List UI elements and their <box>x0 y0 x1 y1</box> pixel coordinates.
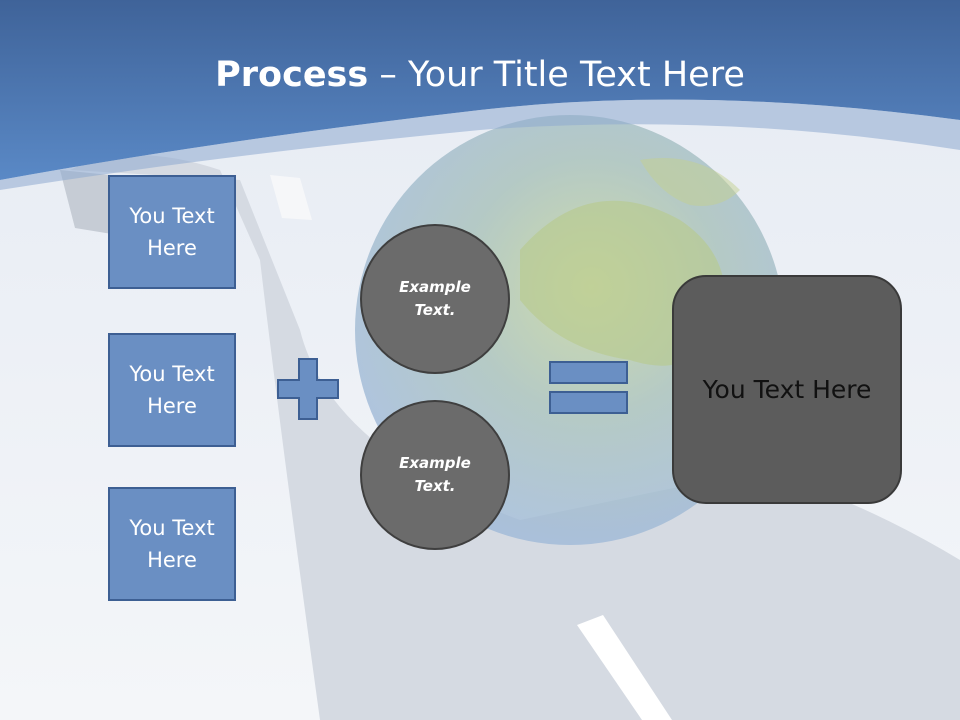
result-box[interactable]: You Text Here <box>672 275 902 504</box>
text-box-label: You Text Here <box>129 204 215 260</box>
page-title: Process – Your Title Text Here <box>0 52 960 98</box>
title-bold: Process <box>215 55 369 95</box>
text-box-3[interactable]: You Text Here <box>108 487 236 601</box>
text-box-2[interactable]: You Text Here <box>108 333 236 447</box>
plus-icon <box>277 358 339 420</box>
text-box-1[interactable]: You Text Here <box>108 175 236 289</box>
text-box-label: You Text Here <box>129 516 215 572</box>
text-box-label: You Text Here <box>129 362 215 418</box>
circle-label: Example Text. <box>399 278 471 319</box>
title-rest: – Your Title Text Here <box>368 55 745 95</box>
example-circle-1[interactable]: Example Text. <box>360 224 510 374</box>
example-circle-2[interactable]: Example Text. <box>360 400 510 550</box>
equals-icon <box>549 361 628 414</box>
result-label: You Text Here <box>702 375 872 404</box>
circle-label: Example Text. <box>399 454 471 495</box>
